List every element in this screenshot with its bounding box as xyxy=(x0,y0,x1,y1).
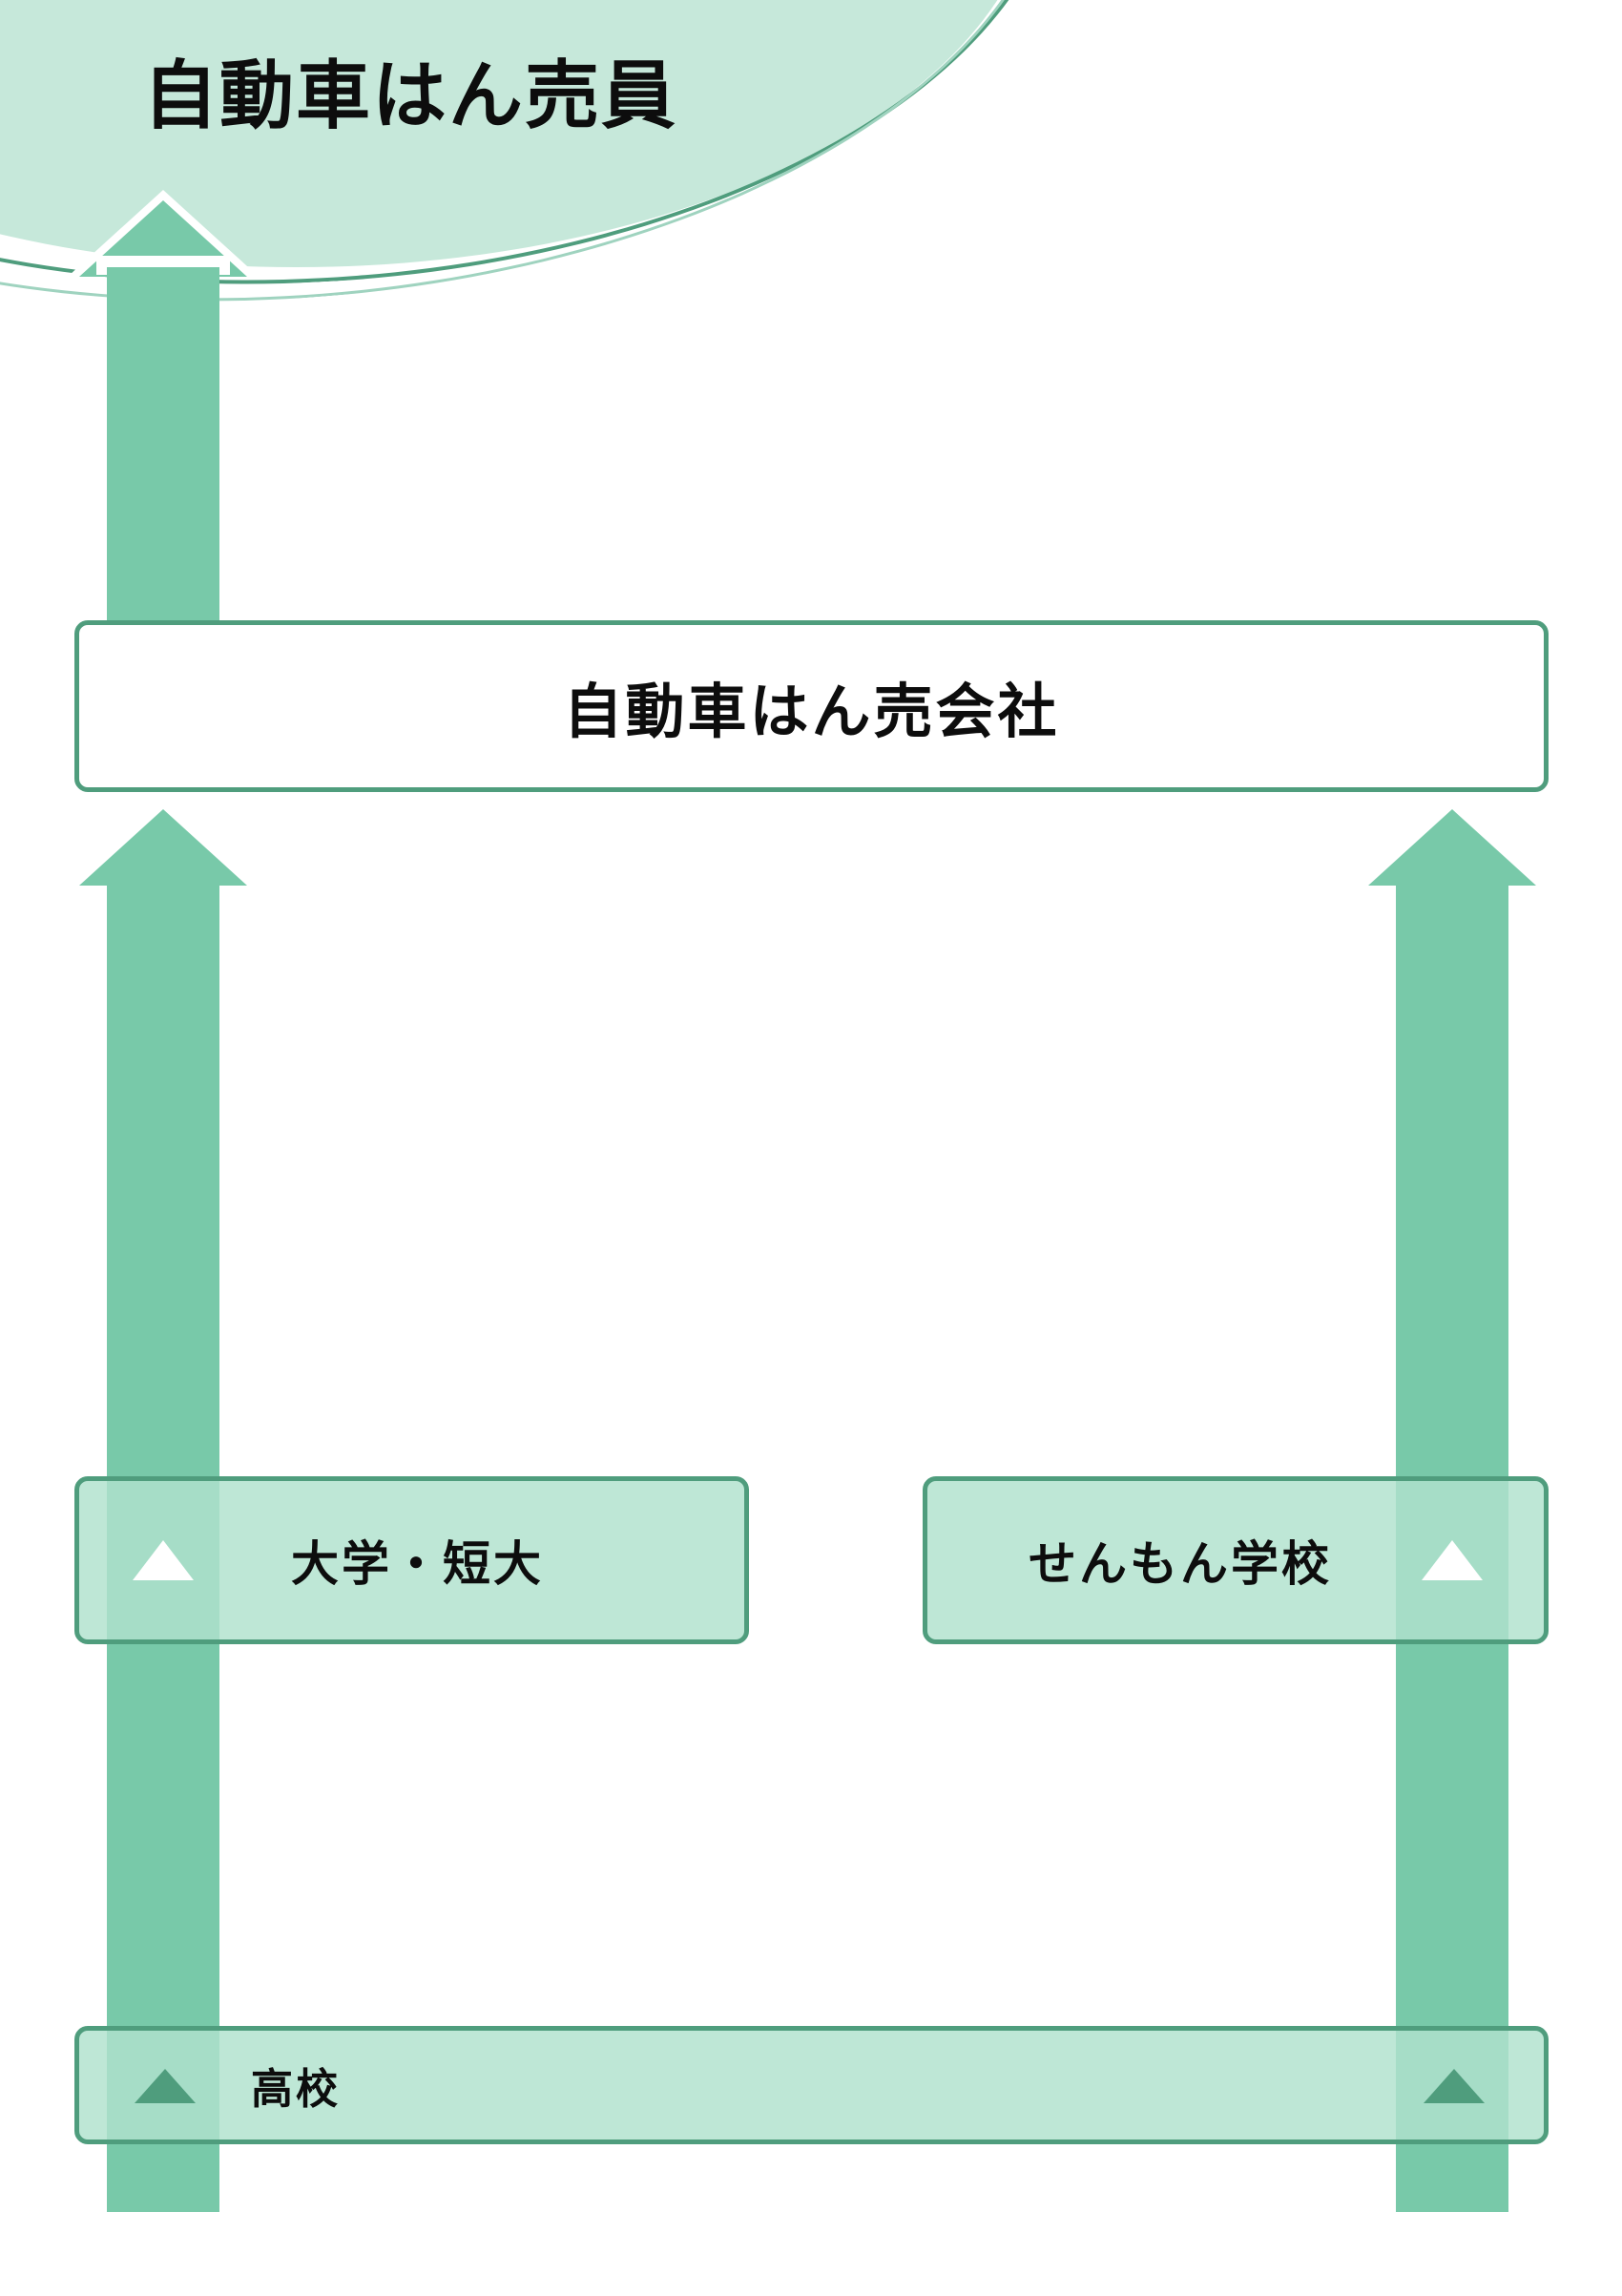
arrow-top-shaft-icon xyxy=(107,267,219,622)
node-highschool-label: 高校 xyxy=(251,2066,341,2113)
arrow-right-head-icon xyxy=(1368,809,1536,886)
up-triangle-icon-highschool-right xyxy=(1424,2069,1485,2103)
node-company-label: 自動車はん売会社 xyxy=(563,679,1060,745)
node-highschool[interactable]: 高校 xyxy=(74,2026,1549,2144)
node-company[interactable]: 自動車はん売会社 xyxy=(74,620,1549,792)
arrow-left-head-icon xyxy=(79,809,247,886)
up-triangle-icon-highschool-left xyxy=(135,2069,196,2103)
up-triangle-icon-vocational xyxy=(1422,1540,1483,1580)
node-university[interactable]: 大学・短大 xyxy=(74,1476,749,1644)
node-university-label: 大学・短大 xyxy=(291,1537,544,1591)
node-vocational-label: せんもん学校 xyxy=(1029,1537,1332,1591)
up-triangle-icon-university xyxy=(133,1540,194,1580)
page-title: 自動車はん売員 xyxy=(143,54,678,137)
